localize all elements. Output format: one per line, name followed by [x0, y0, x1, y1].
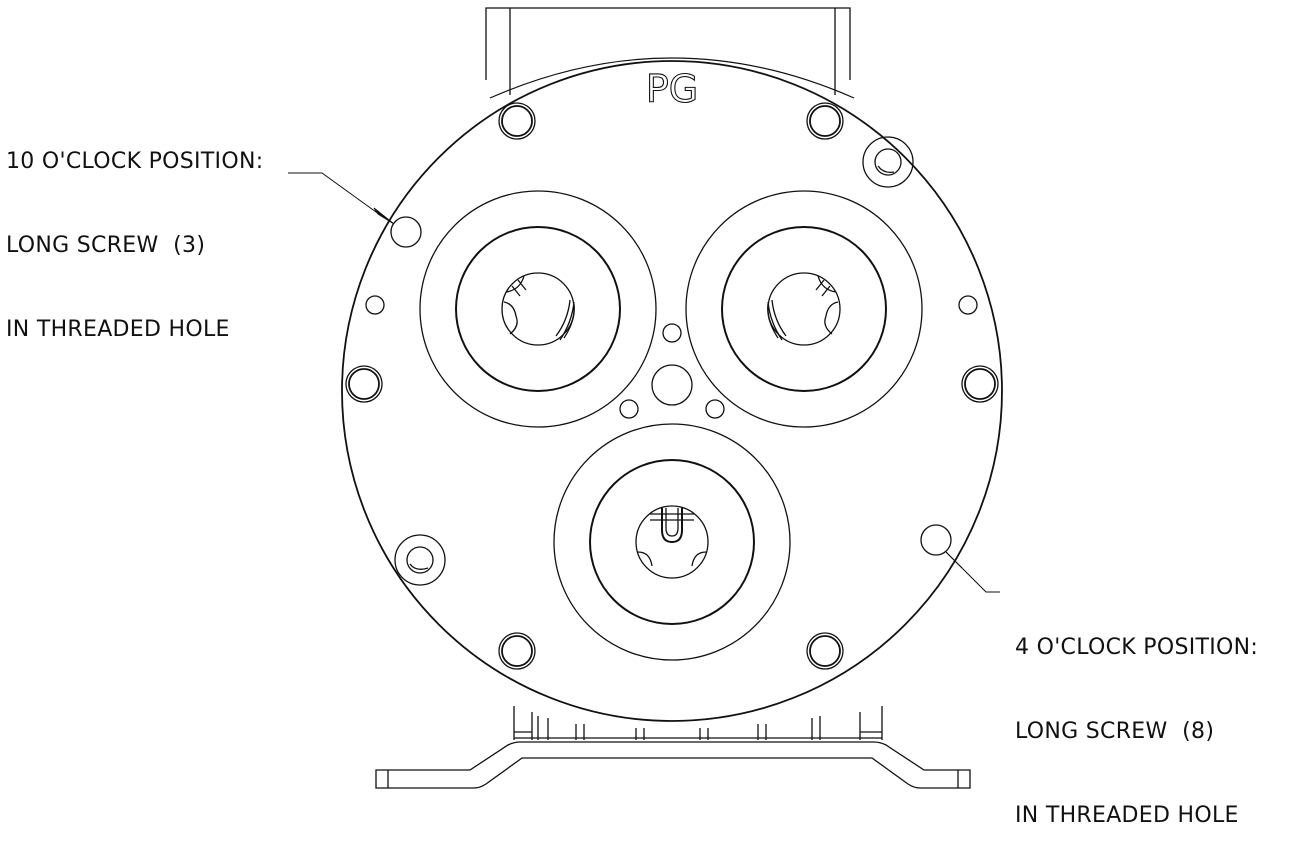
port-left — [419, 190, 657, 428]
port-bottom — [553, 423, 791, 661]
leader-10-oclock — [288, 172, 395, 225]
base-bracket — [375, 706, 971, 789]
callout-10-line-3: IN THREADED HOLE — [6, 317, 230, 342]
technical-drawing: PG — [288, 7, 1003, 789]
callout-10-oclock: 10 O'CLOCK POSITION: LONG SCREW (3) IN T… — [6, 92, 263, 372]
leader-4-oclock — [945, 551, 1000, 593]
threaded-hole-4-oclock — [920, 524, 952, 556]
callout-4-oclock: 4 O'CLOCK POSITION: LONG SCREW (8) IN TH… — [1015, 578, 1258, 858]
top-bracket — [485, 7, 855, 99]
callout-4-line-1: 4 O'CLOCK POSITION: — [1015, 635, 1259, 660]
bolt-holes — [345, 102, 999, 670]
callout-4-line-2: LONG SCREW (8) — [1015, 719, 1215, 744]
callout-10-line-2: LONG SCREW (3) — [6, 233, 206, 258]
main-flange-disc — [341, 60, 1003, 722]
threaded-hole-10-oclock — [390, 216, 422, 248]
part-marking: PG — [646, 67, 698, 111]
plug-bottom-left — [394, 534, 446, 586]
port-right — [685, 190, 923, 428]
plug-top-right — [862, 136, 914, 188]
callout-4-line-3: IN THREADED HOLE — [1015, 803, 1239, 828]
callout-10-line-1: 10 O'CLOCK POSITION: — [6, 149, 264, 174]
